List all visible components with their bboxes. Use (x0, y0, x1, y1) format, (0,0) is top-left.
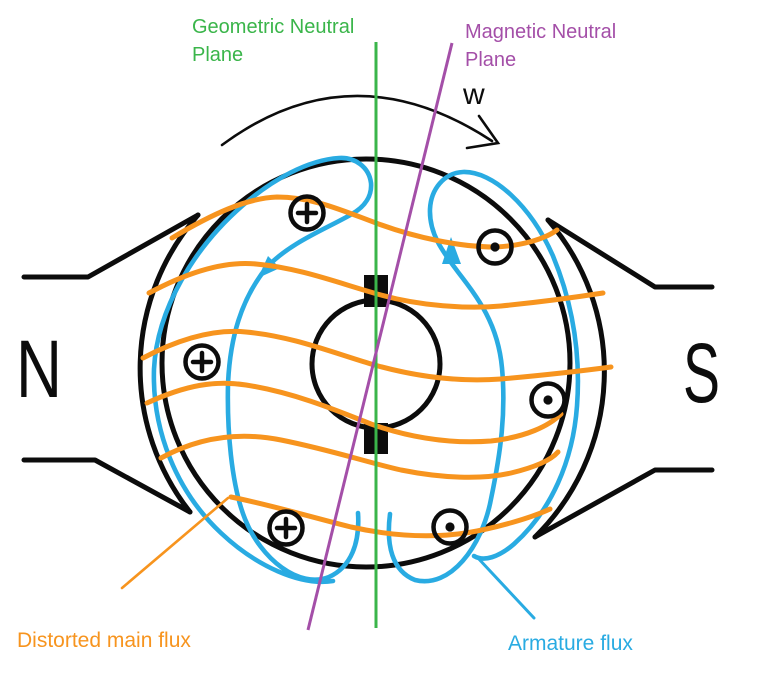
main-flux-lines (120, 194, 614, 590)
main-flux-line-2 (146, 261, 606, 310)
current-into-page-icon (267, 509, 305, 547)
north-pole-top-edge (21, 212, 201, 280)
south-pole-face-arc (532, 217, 607, 540)
north-pole-label: N (16, 324, 62, 415)
main-flux-line-5 (158, 433, 561, 480)
current-out-of-page-icon (431, 508, 469, 546)
armature-flux-leader-line (475, 555, 536, 620)
magnetic-neutral-label-line1: Magnetic Neutral (465, 21, 616, 43)
distorted-main-flux-label: Distorted main flux (17, 629, 191, 652)
flux-direction-arrow-right-icon (442, 237, 461, 264)
stator-poles (21, 212, 715, 540)
south-pole-top-edge (545, 217, 715, 290)
rotation-arrow-arc (220, 94, 494, 147)
current-into-page-icon (183, 343, 221, 381)
south-pole-bottom-edge (532, 467, 715, 540)
geometric-neutral-label-line2: Plane (192, 44, 243, 66)
main-flux-line-3 (140, 328, 614, 383)
main-flux-leader-line (120, 496, 230, 590)
rotation-speed-label: w (462, 78, 485, 111)
main-flux-line-4 (144, 380, 564, 445)
armature-flux-right-loop (386, 169, 581, 584)
armature-flux-label: Armature flux (508, 632, 633, 655)
armature-flux-left-loop (151, 155, 374, 585)
current-out-of-page-icon (476, 228, 514, 266)
armature-outer-circle (159, 156, 573, 570)
north-pole-bottom-edge (21, 457, 193, 515)
conductors-current-out (431, 228, 567, 546)
current-out-of-page-icon (529, 381, 567, 419)
north-pole-face-arc (137, 212, 201, 515)
south-pole-label: S (683, 326, 720, 420)
rotation-arrow (220, 94, 501, 150)
geometric-neutral-label-line1: Geometric Neutral (192, 16, 354, 38)
magnetic-neutral-line (306, 42, 454, 631)
diagram-labels: Geometric Neutral Plane Magnetic Neutral… (16, 16, 720, 655)
current-into-page-icon (288, 194, 326, 232)
rotation-arrowhead-icon (465, 114, 501, 150)
conductors-current-in (183, 194, 326, 547)
magnetic-neutral-label-line2: Plane (465, 49, 516, 71)
